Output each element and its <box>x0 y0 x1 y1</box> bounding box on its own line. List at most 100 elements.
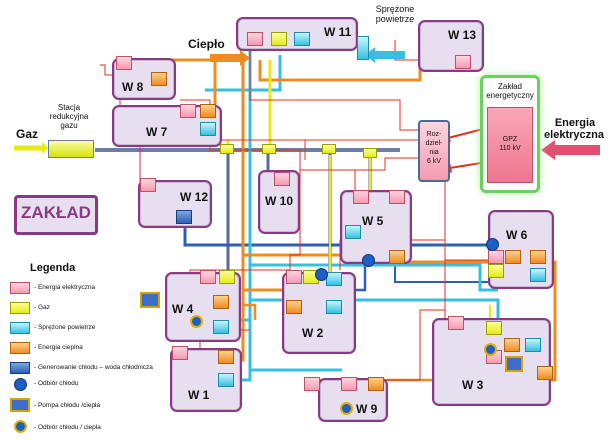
heat-node <box>530 250 546 264</box>
gpz-label-line2: 110 kV <box>499 145 521 152</box>
air-node <box>200 122 216 136</box>
electric-node <box>274 172 290 186</box>
switchgear-label-line4: 6 kV <box>426 158 441 165</box>
legend-title: Legenda <box>30 262 76 274</box>
gas-input-label: Gaz <box>16 127 39 141</box>
compressed-air-label-line2: powietrze <box>375 14 415 24</box>
plant-title: ZAKŁAD <box>21 203 91 222</box>
air-node <box>530 268 546 282</box>
heat-cold-receiver-icon <box>484 343 497 356</box>
gas-node <box>486 321 502 335</box>
heat-node <box>505 250 521 264</box>
legend-heat-swatch <box>10 342 30 354</box>
electric-node <box>488 250 504 264</box>
electric-node <box>341 377 357 391</box>
station-label-line2: redukcyjna <box>49 112 89 121</box>
electric-node <box>116 56 132 70</box>
air-node <box>345 225 361 239</box>
electric-node <box>286 270 302 284</box>
gas-node <box>219 270 235 284</box>
cold-receiver-icon <box>486 238 499 251</box>
gpz-label-line1: GPZ <box>502 136 518 143</box>
air-node <box>218 373 234 387</box>
heat-node <box>537 366 553 380</box>
gpz-box <box>487 107 533 183</box>
gas-reduction-station <box>48 140 94 158</box>
workshop-label: W 9 <box>356 402 378 416</box>
heat-node <box>286 300 302 314</box>
cold-receiver-icon <box>362 254 375 267</box>
heat-node <box>368 377 384 391</box>
utility-label-line2: energetyczny <box>486 91 534 100</box>
heat-cold-receiver-icon <box>340 402 353 415</box>
heat-input-label: Ciepło <box>188 37 225 51</box>
station-label-line3: gazu <box>60 121 78 130</box>
heat-node <box>389 250 405 264</box>
electric-node <box>140 178 156 192</box>
electric-node <box>353 190 369 204</box>
cold-receiver-icon <box>315 268 328 281</box>
heat-node <box>218 350 234 364</box>
switchgear-label-line3: nia <box>429 149 439 156</box>
heat-cold-receiver-icon <box>190 315 203 328</box>
legend-cold-receiver-icon <box>14 378 27 391</box>
electric-node <box>389 190 405 204</box>
electric-node <box>304 377 320 391</box>
legend-item: - Pompa chłodu /ciepła <box>34 402 101 409</box>
air-node <box>357 36 369 60</box>
air-node <box>213 320 229 334</box>
electric-node <box>180 104 196 118</box>
legend-item: - Generowanie chłodu – woda chłodnicza <box>34 364 153 371</box>
legend-item: - Gaz <box>34 304 50 311</box>
legend-cooling-swatch <box>10 362 30 374</box>
station-label-line1: Stacja <box>57 103 81 112</box>
switchgear-box <box>418 120 450 182</box>
electric-node <box>247 32 263 46</box>
gas-node <box>271 32 287 46</box>
compressed-air-label-line1: Sprężone <box>375 4 415 14</box>
workshop-label: W 11 <box>324 25 352 39</box>
legend-item: - Energia elektryczna <box>34 284 96 291</box>
air-node <box>294 32 310 46</box>
air-node <box>525 338 541 352</box>
workshop-label: W 6 <box>506 228 528 242</box>
gas-node <box>488 264 504 278</box>
workshop-w13: W 13 <box>418 20 484 72</box>
workshop-label: W 13 <box>448 28 477 42</box>
workshop-label: W 7 <box>146 125 168 139</box>
workshop-label: W 4 <box>172 302 194 316</box>
electric-node <box>455 55 471 69</box>
electric-node <box>200 270 216 284</box>
legend-heat-pump-swatch <box>10 398 30 412</box>
heat-node <box>213 295 229 309</box>
gas-node <box>322 144 336 154</box>
heat-node <box>151 72 167 86</box>
cooling-node <box>176 210 192 224</box>
switchgear-label-line1: Roz- <box>426 131 442 138</box>
electricity-label-line2: elektryczna <box>544 129 604 141</box>
legend-item: - Energia cieplna <box>34 344 83 351</box>
utility-label-line1: Zakład <box>497 82 522 91</box>
legend-item: - Odbiór chłodu <box>34 380 79 387</box>
heat-pump-node <box>140 292 160 308</box>
workshop-label: W 3 <box>462 378 484 392</box>
legend-item: - Sprężone powietrze <box>34 324 96 331</box>
air-node <box>326 272 342 286</box>
heat-pump-node <box>505 356 523 372</box>
gas-node <box>220 144 234 154</box>
electric-node <box>448 316 464 330</box>
workshop-label: W 5 <box>362 214 384 228</box>
heat-node <box>504 338 520 352</box>
air-node <box>326 300 342 314</box>
gas-node <box>262 144 276 154</box>
legend-heat-cold-receiver-icon <box>14 420 27 433</box>
electric-node <box>172 346 188 360</box>
legend-air-swatch <box>10 322 30 334</box>
workshop-label: W 12 <box>180 190 209 204</box>
workshop-label: W 2 <box>302 326 324 340</box>
legend-electric-swatch <box>10 282 30 294</box>
workshop-label: W 1 <box>188 388 210 402</box>
workshop-label: W 8 <box>122 80 144 94</box>
legend-item: - Odbiór chłodu / ciepła <box>34 424 101 431</box>
switchgear-label-line2: dziel- <box>425 140 443 147</box>
